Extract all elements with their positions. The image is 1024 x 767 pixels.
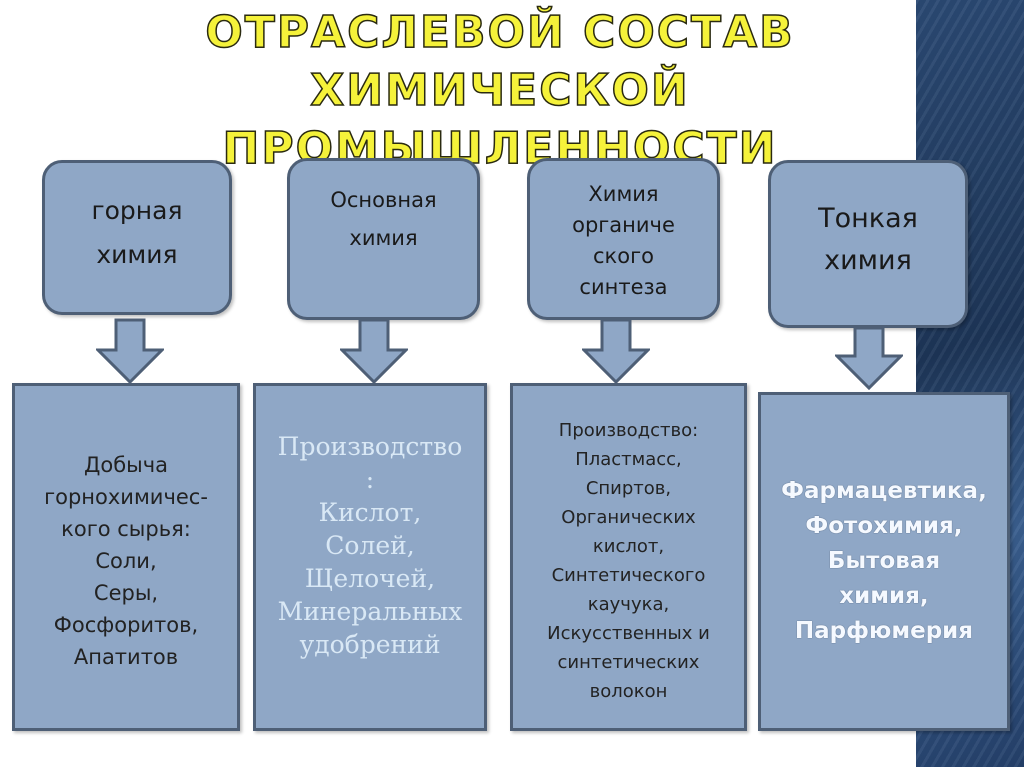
products-fine-chemistry: Фармацевтика, Фотохимия, Бытовая химия, … [758, 392, 1010, 731]
products-organic-synthesis: Производство: Пластмасс, Спиртов, Органи… [510, 383, 747, 731]
title-line-1: Отраслевой состав [205, 6, 795, 59]
products-basic-chemistry: Производство : Кислот, Солей, Щелочей, М… [253, 383, 487, 731]
products-mining-chemistry: Добыча горнохимичес- кого сырья: Соли, С… [12, 383, 240, 731]
page-title: Отраслевой состав химической промышленно… [60, 4, 940, 178]
category-organic-synthesis: Химия органиче ского синтеза [527, 158, 720, 320]
category-basic-chemistry: Основная химия [287, 158, 480, 320]
arrow-down-1 [96, 318, 164, 384]
arrow-down-3 [582, 318, 650, 384]
category-fine-chemistry: Тонкая химия [768, 160, 968, 328]
category-mining-chemistry: горная химия [42, 160, 232, 315]
arrow-down-2 [340, 318, 408, 384]
arrow-down-4 [835, 326, 903, 390]
